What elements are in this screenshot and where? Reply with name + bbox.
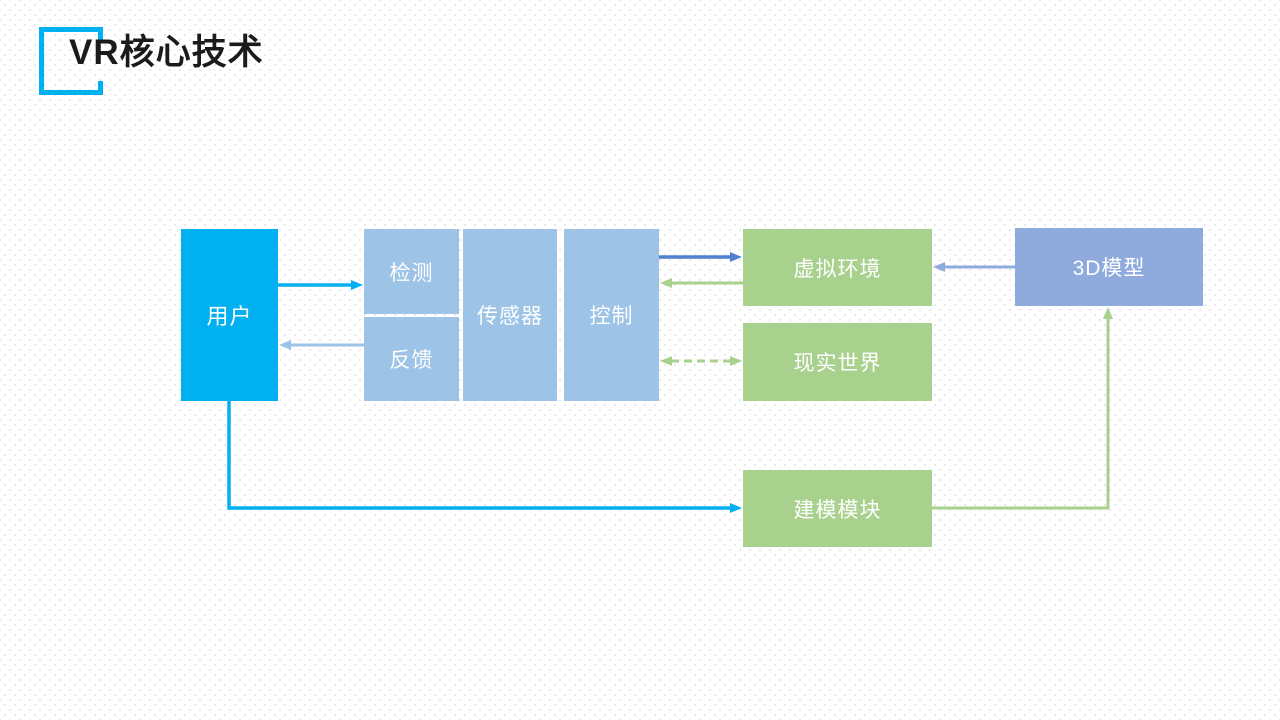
node-label: 现实世界 bbox=[793, 352, 882, 375]
node-label: 控制 bbox=[589, 305, 634, 328]
node-label: 反馈 bbox=[389, 349, 434, 372]
node-real-world: 现实世界 bbox=[743, 323, 932, 401]
title-bracket-decoration bbox=[39, 27, 103, 95]
node-3d-model: 3D模型 bbox=[1015, 228, 1203, 306]
node-feedback: 反馈 bbox=[364, 317, 459, 401]
node-label: 虚拟环境 bbox=[793, 257, 882, 281]
node-modeling-module: 建模模块 bbox=[743, 470, 932, 547]
node-user: 用户 bbox=[181, 229, 278, 401]
node-label: 3D模型 bbox=[1072, 257, 1146, 280]
node-sensor: 传感器 bbox=[463, 229, 557, 401]
node-label: 传感器 bbox=[477, 305, 543, 328]
node-label: 建模模块 bbox=[793, 498, 882, 522]
edge-user-to-modeling bbox=[227, 401, 742, 513]
page-title: VR核心技术 bbox=[69, 33, 264, 72]
node-virtual-env: 虚拟环境 bbox=[743, 229, 932, 306]
node-detect: 检测 bbox=[364, 229, 459, 314]
edge-modeling-to-model3d bbox=[932, 307, 1113, 510]
node-label: 检测 bbox=[389, 261, 434, 285]
node-label: 用户 bbox=[206, 304, 253, 329]
node-control: 控制 bbox=[564, 229, 659, 401]
